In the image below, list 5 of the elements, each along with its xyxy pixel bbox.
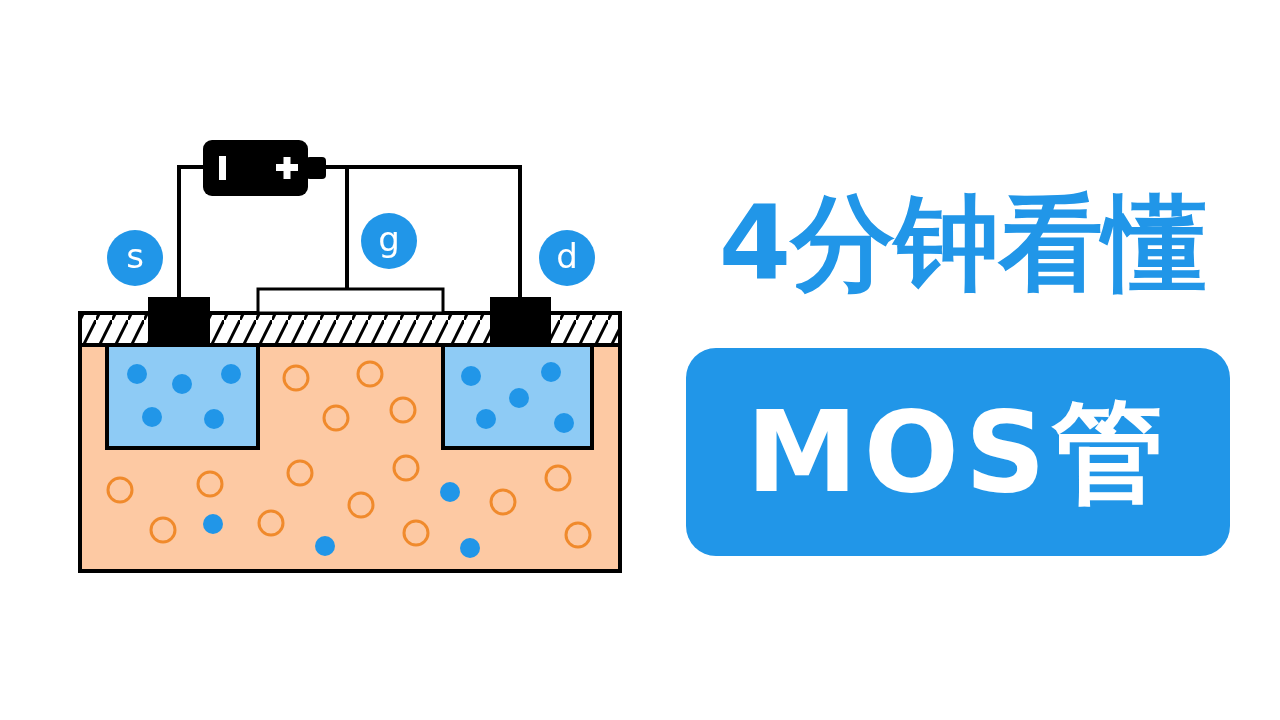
title: 4分钟看懂 — [717, 181, 1209, 306]
subtitle-banner: MOS管 — [686, 348, 1230, 556]
terminal-label: g — [361, 213, 417, 269]
terminal-label: s — [107, 230, 163, 286]
terminal-label: d — [539, 230, 595, 286]
